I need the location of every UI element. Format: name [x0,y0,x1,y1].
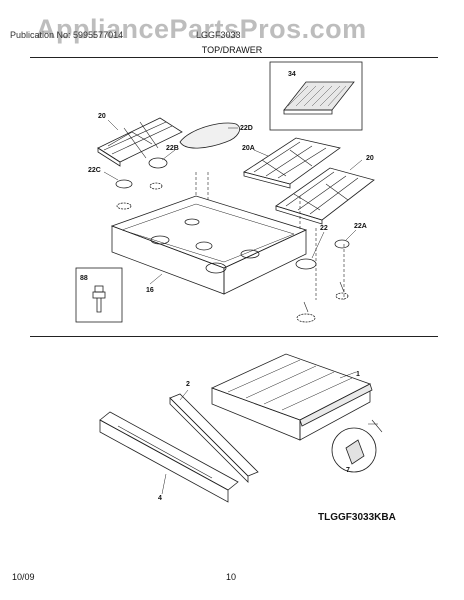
grate-20-right-part [275,167,375,225]
knob-callout-box [75,267,123,323]
drawer-part [210,353,373,441]
center-grate-part [179,122,240,149]
label-16: 16 [146,287,154,294]
label-22D: 22D [240,125,253,132]
label-22B: 22B [166,145,179,152]
label-22A: 22A [354,223,367,230]
knob-part [92,285,106,313]
drawer-front-part [99,411,239,503]
burner-cap-22A [334,239,350,249]
model-number: LGGF3033 [196,30,241,40]
label-34: 34 [288,71,296,78]
bracket-part [345,439,365,465]
label-22C: 22C [88,167,101,174]
cooktop-part [110,195,308,295]
watermark-text: AppliancePartsPros.com [36,14,367,44]
label-20A: 20A [242,145,255,152]
diagram-code: TLGGF3033KBA [318,512,396,523]
label-4: 4 [158,495,162,502]
label-7: 7 [346,467,350,474]
label-20-left: 20 [98,113,106,120]
header-rule [30,57,438,58]
grate-20A-part [243,137,341,189]
label-20-right: 20 [366,155,374,162]
drawer-frame-part [169,393,259,483]
footer-page-number: 10 [226,572,237,582]
burner-cap-22B [148,157,168,169]
detail-7-circle [331,427,377,473]
label-2: 2 [186,381,190,388]
burner-cap-22 [295,258,317,270]
burner-cap-22C [115,179,133,189]
griddle-callout-box [269,61,363,131]
section-title: TOP/DRAWER [201,45,263,55]
label-88: 88 [80,275,88,282]
publication-number: Publication No: 5995577014 [10,30,124,40]
grate-left-part [97,117,183,167]
footer-date: 10/09 [12,572,35,582]
label-22: 22 [320,225,328,232]
griddle-part [283,81,355,115]
section-divider [30,336,438,337]
label-1: 1 [356,371,360,378]
